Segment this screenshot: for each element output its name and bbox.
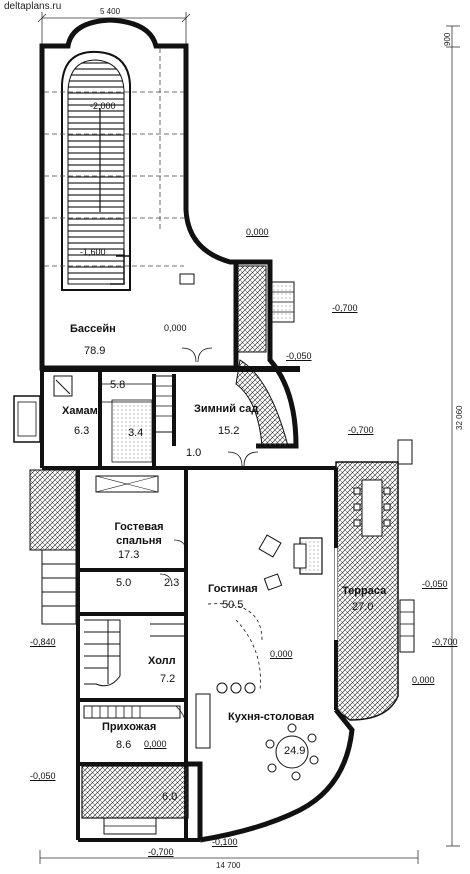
room-name-guest-bedroom: Гостевая спальня: [114, 521, 164, 547]
level-porch-bottom: -0,100: [212, 837, 238, 847]
dining-table: [265, 723, 319, 781]
room-area-kitchen: 24.9: [284, 745, 306, 757]
pool-grid: [44, 48, 184, 267]
dim-top-width: 5 400: [100, 7, 121, 16]
room-name-hall: Холл: [148, 655, 176, 667]
room-name-terrace: Терраса: [342, 585, 387, 597]
right-dimension: [446, 25, 460, 847]
dim-bottom-width: 14 700: [216, 861, 241, 870]
room-name-living: Гостиная: [208, 583, 258, 595]
dim-top-offset: 900: [443, 32, 452, 46]
kitchen-bay: [186, 708, 355, 843]
level-garden-step: -0,050: [286, 351, 312, 361]
level-living-floor: 0,000: [270, 649, 293, 659]
room-area-bath: 5.0: [116, 577, 132, 589]
room-area-closet: 2.3: [164, 577, 180, 589]
room-area-porch: 6.0: [162, 791, 178, 803]
level-bottom-left: -0,700: [148, 847, 174, 857]
room-area-terrace: 27.0: [352, 601, 374, 613]
level-terrace-right2: -0,700: [432, 637, 458, 647]
top-dimension: [37, 12, 191, 46]
level-terrace-bottom: 0,000: [412, 675, 435, 685]
room-name-winter-garden: Зимний сад: [194, 403, 259, 415]
level-terrace-top: -0,700: [348, 425, 374, 435]
room-area-guest-bedroom: 17.3: [118, 549, 140, 561]
level-entry-floor: 0,000: [144, 739, 167, 749]
room-name-hamam: Хамам: [62, 405, 98, 417]
room-area-wc: 3.4: [128, 427, 144, 439]
room-area-hall: 7.2: [160, 673, 176, 685]
room-area-living: 50.5: [222, 599, 244, 611]
room-area-entry: 8.6: [116, 739, 132, 751]
dim-right-total: 32 060: [455, 405, 464, 430]
room-area-vestibule: 1.0: [186, 447, 202, 459]
winter-garden-bay: [236, 259, 299, 449]
room-area-winter-garden: 15.2: [218, 425, 240, 437]
room-area-hamam: 6.3: [74, 425, 90, 437]
doors: [159, 347, 259, 727]
level-outside-right: -0,700: [332, 303, 358, 313]
watermark: deltaplans.ru: [4, 1, 62, 12]
stair: [84, 619, 186, 687]
level-terrace-right: -0,050: [422, 579, 448, 589]
level-pool-deep: -2,000: [90, 101, 116, 111]
room-area-shower: 5.8: [110, 379, 126, 391]
room-area-pool: 78.9: [84, 345, 106, 357]
level-garden-top: 0,000: [246, 227, 269, 237]
bottom-dimension: [39, 850, 419, 864]
pool-wing-wall: [39, 17, 239, 371]
room-name-entry: Прихожая: [102, 721, 157, 733]
level-left-bottom: -0,050: [30, 771, 56, 781]
room-name-pool: Бассейн: [70, 323, 116, 335]
level-pool-floor: 0,000: [164, 323, 187, 333]
level-left-ext: -0,840: [30, 637, 56, 647]
room-name-kitchen: Кухня-столовая: [228, 711, 315, 723]
level-pool-shallow: -1,600: [80, 247, 106, 257]
